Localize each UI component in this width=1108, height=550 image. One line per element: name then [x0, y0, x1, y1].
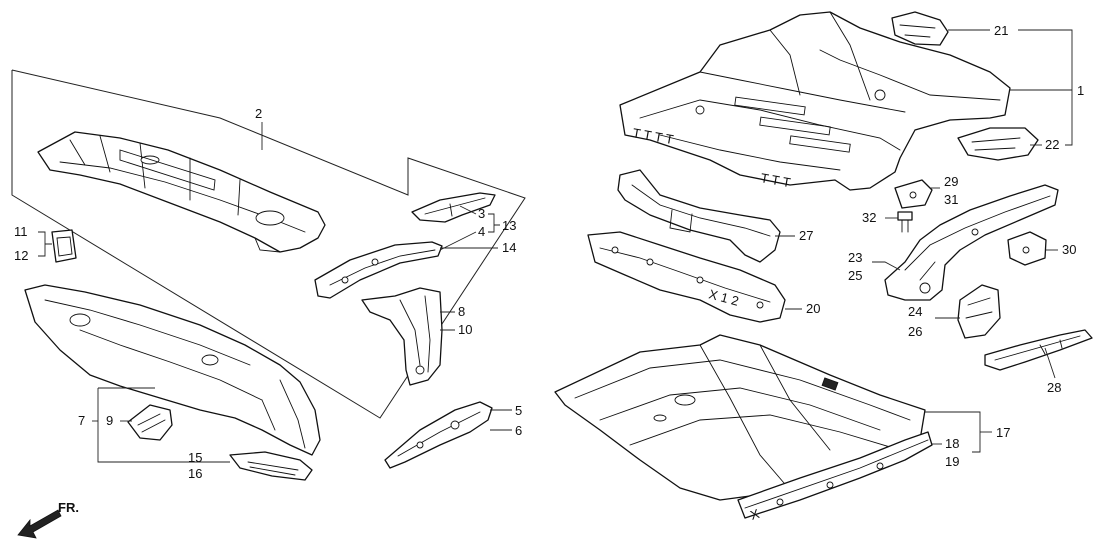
part-1-rear-floor[interactable]: T T T T T T T	[619, 11, 1011, 191]
callout-17: 17	[996, 425, 1010, 440]
callout-25: 25	[848, 268, 862, 283]
callout-12: 12	[14, 248, 28, 263]
callout-9: 9	[106, 413, 113, 428]
callout-7: 7	[78, 413, 85, 428]
part-20-floor-frame[interactable]: X 1 2	[587, 231, 786, 323]
callout-5: 5	[515, 403, 522, 418]
callout-21: 21	[994, 23, 1008, 38]
part-30-block[interactable]	[1007, 231, 1047, 266]
part-23-rear-frame[interactable]	[884, 184, 1059, 301]
callout-13: 13	[502, 218, 516, 233]
part-11-pad[interactable]	[51, 229, 77, 263]
part-22-plate[interactable]	[957, 127, 1039, 161]
callout-8: 8	[458, 304, 465, 319]
part-21-bracket[interactable]	[891, 11, 949, 46]
callout-16: 16	[188, 466, 202, 481]
callout-22: 22	[1045, 137, 1059, 152]
callout-23: 23	[848, 250, 862, 265]
svg-text:T T T: T T T	[759, 170, 791, 190]
callout-20: 20	[806, 301, 820, 316]
callout-6: 6	[515, 423, 522, 438]
callout-24: 24	[908, 304, 922, 319]
front-label: FR.	[58, 500, 79, 515]
callout-28: 28	[1047, 380, 1061, 395]
part-15-plate[interactable]	[229, 451, 313, 481]
callout-15: 15	[188, 450, 202, 465]
part-27-cross-member[interactable]	[617, 169, 781, 263]
part-17-front-floor[interactable]	[554, 334, 926, 501]
callout-29: 29	[944, 174, 958, 189]
svg-text:T T T T: T T T T	[631, 125, 674, 147]
callout-27: 27	[799, 228, 813, 243]
part-32-bolt[interactable]	[897, 211, 913, 233]
callout-3: 3	[478, 206, 485, 221]
callout-32: 32	[862, 210, 876, 225]
callout-26: 26	[908, 324, 922, 339]
callout-10: 10	[458, 322, 472, 337]
part-2-dashboard-upper[interactable]	[37, 131, 326, 253]
part-4-cross-member[interactable]	[314, 241, 443, 299]
part-5-lower-bracket[interactable]	[384, 401, 493, 469]
part-24-bracket[interactable]	[957, 284, 1001, 339]
leader-lines	[38, 29, 1073, 463]
part-9-bracket[interactable]	[127, 404, 173, 441]
part-18-side-sill[interactable]: X	[737, 431, 933, 523]
front-arrow-icon	[17, 509, 62, 539]
callout-1: 1	[1077, 83, 1084, 98]
part-3-bracket[interactable]	[411, 192, 496, 223]
group-frame-dashboard	[11, 69, 526, 419]
callout-14: 14	[502, 240, 516, 255]
callout-31: 31	[944, 192, 958, 207]
callout-4: 4	[478, 224, 485, 239]
callout-2: 2	[255, 106, 262, 121]
callout-19: 19	[945, 454, 959, 469]
part-29-bracket[interactable]	[894, 179, 933, 209]
callout-11: 11	[14, 224, 28, 239]
callout-18: 18	[945, 436, 959, 451]
part-7-dashboard-lower[interactable]	[24, 284, 321, 456]
part-8-side-panel[interactable]	[361, 287, 443, 386]
part-28-rail[interactable]	[984, 329, 1093, 371]
front-direction-indicator: FR.	[17, 500, 79, 539]
callout-30: 30	[1062, 242, 1076, 257]
callout-labels: 1 2 3 4 5 6 7 8 9 10 11 12 13 14 15 16 1…	[14, 23, 1084, 481]
